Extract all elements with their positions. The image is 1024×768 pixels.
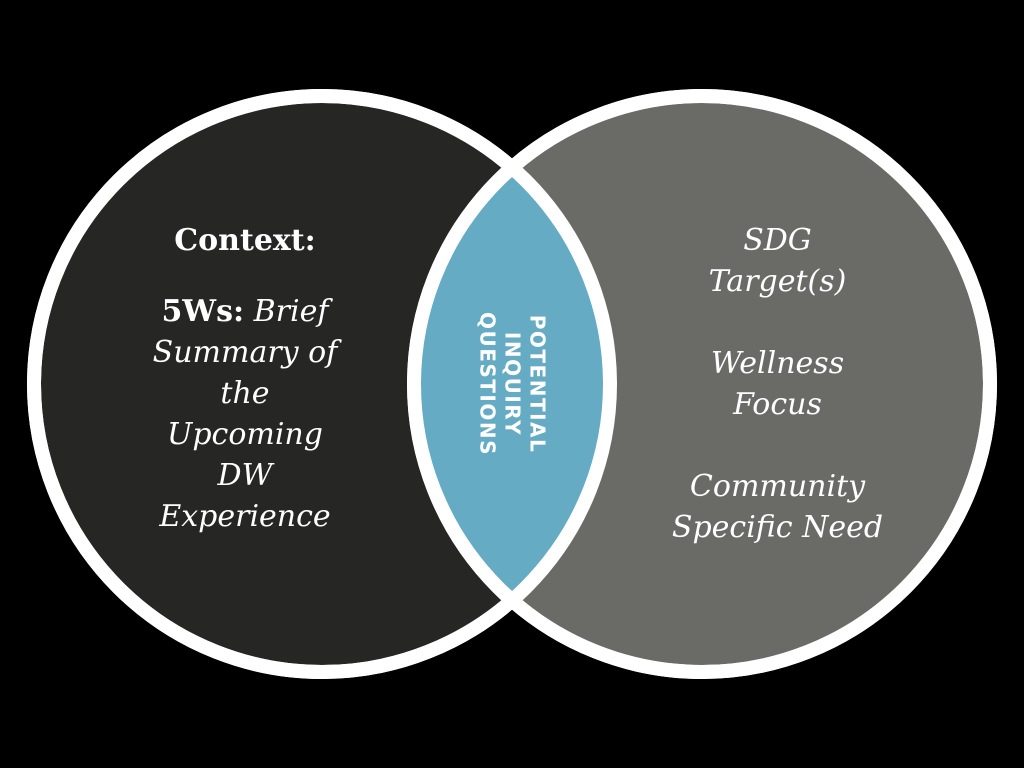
left-line-1: Brief xyxy=(253,294,329,329)
right-group-2-line-2: Focus xyxy=(733,387,822,422)
left-line-2: Summary of xyxy=(152,335,338,370)
right-group-1-line-2: Target(s) xyxy=(708,264,847,299)
five-ws-prefix: 5Ws: xyxy=(161,294,245,329)
left-line-3: the xyxy=(220,376,270,411)
left-line-5: DW xyxy=(217,458,273,493)
left-line-4: Upcoming xyxy=(167,417,323,452)
center-line-1: POTENTIAL xyxy=(525,314,550,454)
intersection-label: POTENTIAL INQUIRY QUESTIONS xyxy=(475,284,550,484)
right-group-3-line-2: Specific Need xyxy=(671,510,884,545)
center-line-2: INQUIRY xyxy=(500,331,525,437)
intersection-region xyxy=(414,96,610,672)
left-line-6: Experience xyxy=(159,499,331,534)
right-group-3-line-1: Community xyxy=(689,469,866,504)
context-heading: Context: xyxy=(174,223,316,258)
right-circle-outline xyxy=(407,89,997,679)
right-group-2-line-1: Wellness xyxy=(710,346,845,381)
five-ws-line: 5Ws: Brief xyxy=(120,291,370,332)
center-line-3: QUESTIONS xyxy=(475,311,500,457)
left-circle-text: Context: 5Ws: Brief Summary of the Upcom… xyxy=(120,220,370,537)
right-circle-text: SDG Target(s) Wellness Focus Community S… xyxy=(655,220,900,548)
left-circle-outline xyxy=(27,89,617,679)
right-group-1-line-1: SDG xyxy=(743,223,812,258)
